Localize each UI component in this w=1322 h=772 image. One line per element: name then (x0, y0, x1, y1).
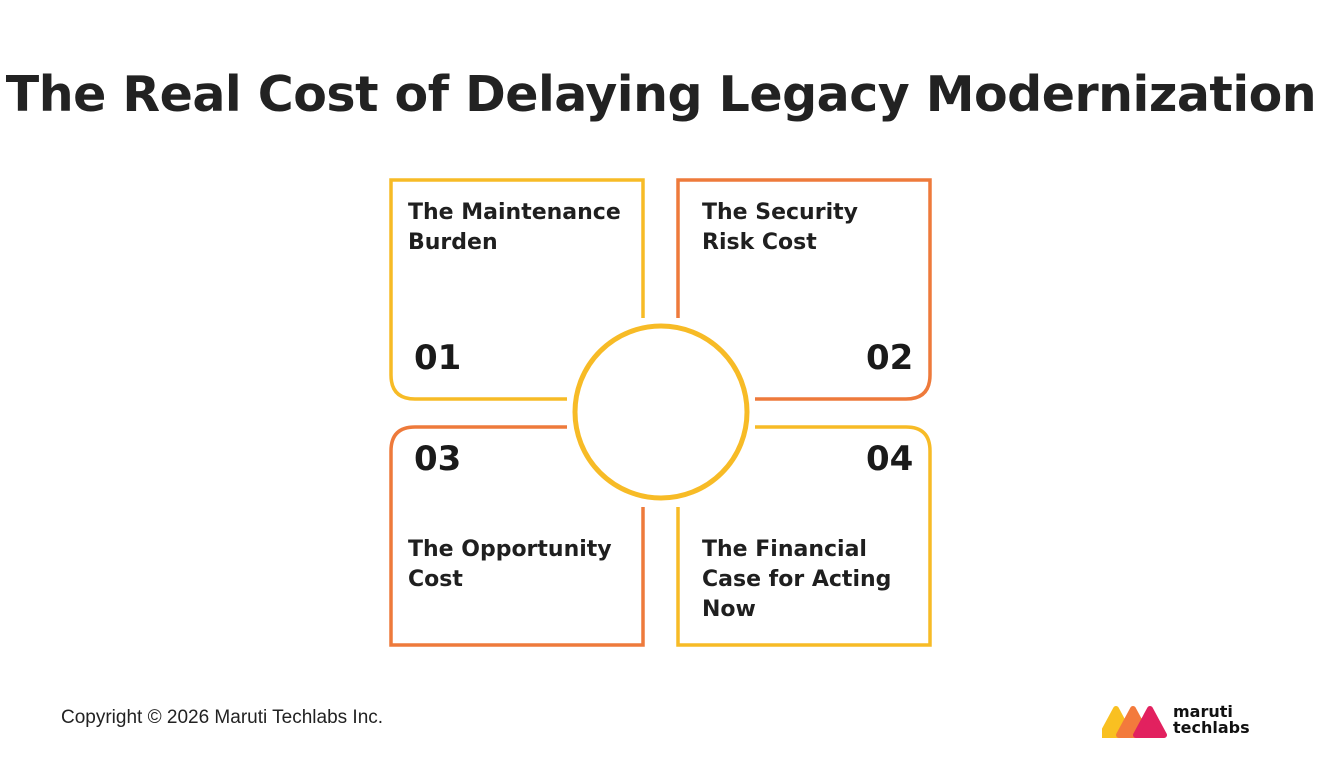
card-01-number: 01 (414, 338, 462, 378)
card-03-border (389, 425, 645, 647)
card-04-title: The Financial Case for Acting Now (702, 535, 891, 625)
copyright-text: Copyright © 2026 Maruti Techlabs Inc. (61, 707, 384, 728)
card-02-border (676, 178, 932, 401)
card-04-number: 04 (866, 439, 914, 479)
card-03-title-line-2: Cost (408, 567, 463, 592)
maruti-techlabs-logo-icon (1102, 706, 1167, 738)
card-04-title-line-1: The Financial (702, 537, 867, 562)
card-02-title: The Security Risk Cost (702, 198, 858, 258)
card-02-number: 02 (866, 338, 914, 378)
card-02-title-line-1: The Security (702, 200, 858, 225)
card-01-title-line-2: Burden (408, 230, 498, 255)
brand-line-2: techlabs (1173, 718, 1250, 737)
card-03-number: 03 (414, 439, 462, 479)
card-01-title: The Maintenance Burden (408, 198, 621, 258)
page-title: The Real Cost of Delaying Legacy Moderni… (5, 66, 1317, 123)
brand-wordmark: maruti techlabs (1173, 704, 1250, 736)
card-03-title: The Opportunity Cost (408, 535, 612, 595)
center-circle (572, 323, 750, 501)
card-02-title-line-2: Risk Cost (702, 230, 817, 255)
card-01-title-line-1: The Maintenance (408, 200, 621, 225)
card-01-border (389, 178, 645, 401)
card-03-title-line-1: The Opportunity (408, 537, 612, 562)
card-04-title-line-3: Now (702, 597, 756, 622)
brand-line-1: maruti (1173, 702, 1233, 721)
card-04-border (676, 425, 932, 647)
card-04-title-line-2: Case for Acting (702, 567, 892, 592)
